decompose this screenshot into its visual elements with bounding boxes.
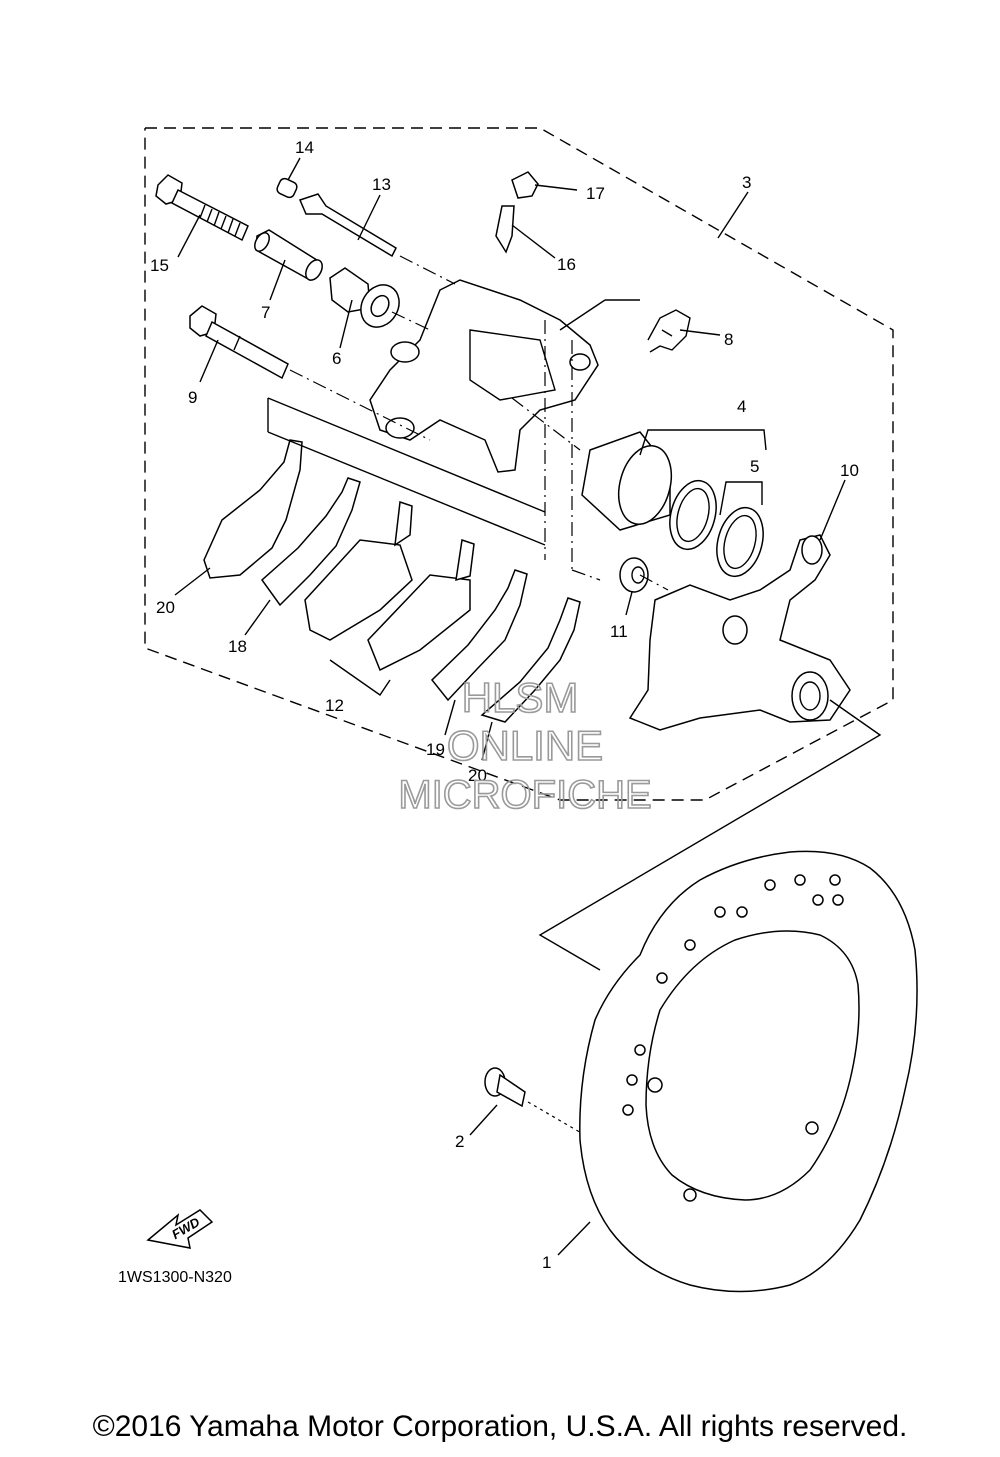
caliper-body [369, 279, 599, 473]
pin-13 [298, 193, 397, 258]
callout-7: 7 [261, 303, 270, 322]
sleeve-14 [276, 177, 298, 199]
disc-bolt-2 [484, 1067, 526, 1108]
bolt-15 [155, 174, 249, 242]
diagram-code: 1WS1300-N320 [118, 1269, 232, 1286]
boot-11 [619, 557, 649, 593]
callout-16: 16 [557, 255, 576, 274]
callout-10: 10 [840, 461, 859, 480]
callout-2: 2 [455, 1132, 464, 1151]
boot-6 [329, 267, 400, 328]
callout-14: 14 [295, 138, 314, 157]
watermark-line1: HLSM [462, 674, 579, 721]
callout-20-right: 20 [468, 766, 487, 785]
sleeve-7 [254, 229, 323, 282]
piston-4 [581, 431, 673, 531]
watermark-line2: ONLINE [447, 722, 603, 769]
bleeder-cap-17 [511, 171, 539, 199]
watermark: HLSM ONLINE MICROFICHE [398, 673, 653, 818]
callout-6: 6 [332, 349, 341, 368]
callout-4: 4 [737, 397, 746, 416]
callout-leaders [174, 157, 846, 1256]
disc-leader [538, 299, 882, 971]
brake-pad-12-rear [367, 539, 475, 672]
bolt-9 [189, 305, 289, 380]
callout-19: 19 [426, 740, 445, 759]
callout-18: 18 [228, 637, 247, 656]
copyright-notice: ©2016 Yamaha Motor Corporation, U.S.A. A… [92, 1410, 908, 1443]
pad-spring-8 [647, 309, 691, 353]
watermark-line3: MICROFICHE [398, 773, 651, 817]
callout-1: 1 [542, 1253, 551, 1272]
fwd-arrow-icon: FWD [146, 1209, 214, 1249]
caliper-assembly-outline [144, 127, 894, 801]
callout-20-left: 20 [156, 598, 175, 617]
bleeder-screw-16 [495, 205, 515, 254]
brake-disc-1 [579, 850, 918, 1293]
shim-20-right [480, 597, 581, 723]
shim-19 [430, 569, 528, 702]
seals-5 [669, 479, 764, 578]
callout-13: 13 [372, 175, 391, 194]
callout-3: 3 [742, 173, 751, 192]
callout-11: 11 [610, 622, 628, 641]
callout-9: 9 [188, 388, 197, 407]
pad-group-bracket [267, 397, 546, 696]
brake-pad-12-front [304, 500, 413, 641]
shim-18 [260, 477, 361, 607]
callout-5: 5 [750, 457, 759, 476]
callout-15: 15 [150, 256, 169, 275]
callout-8: 8 [724, 330, 733, 349]
callout-12: 12 [325, 696, 344, 715]
callout-17: 17 [586, 184, 605, 203]
callout-labels: 14 13 17 16 3 15 7 6 8 9 4 5 10 20 11 18… [150, 138, 859, 1272]
caliper-bracket-10 [628, 534, 851, 731]
shim-20-left [203, 439, 303, 579]
